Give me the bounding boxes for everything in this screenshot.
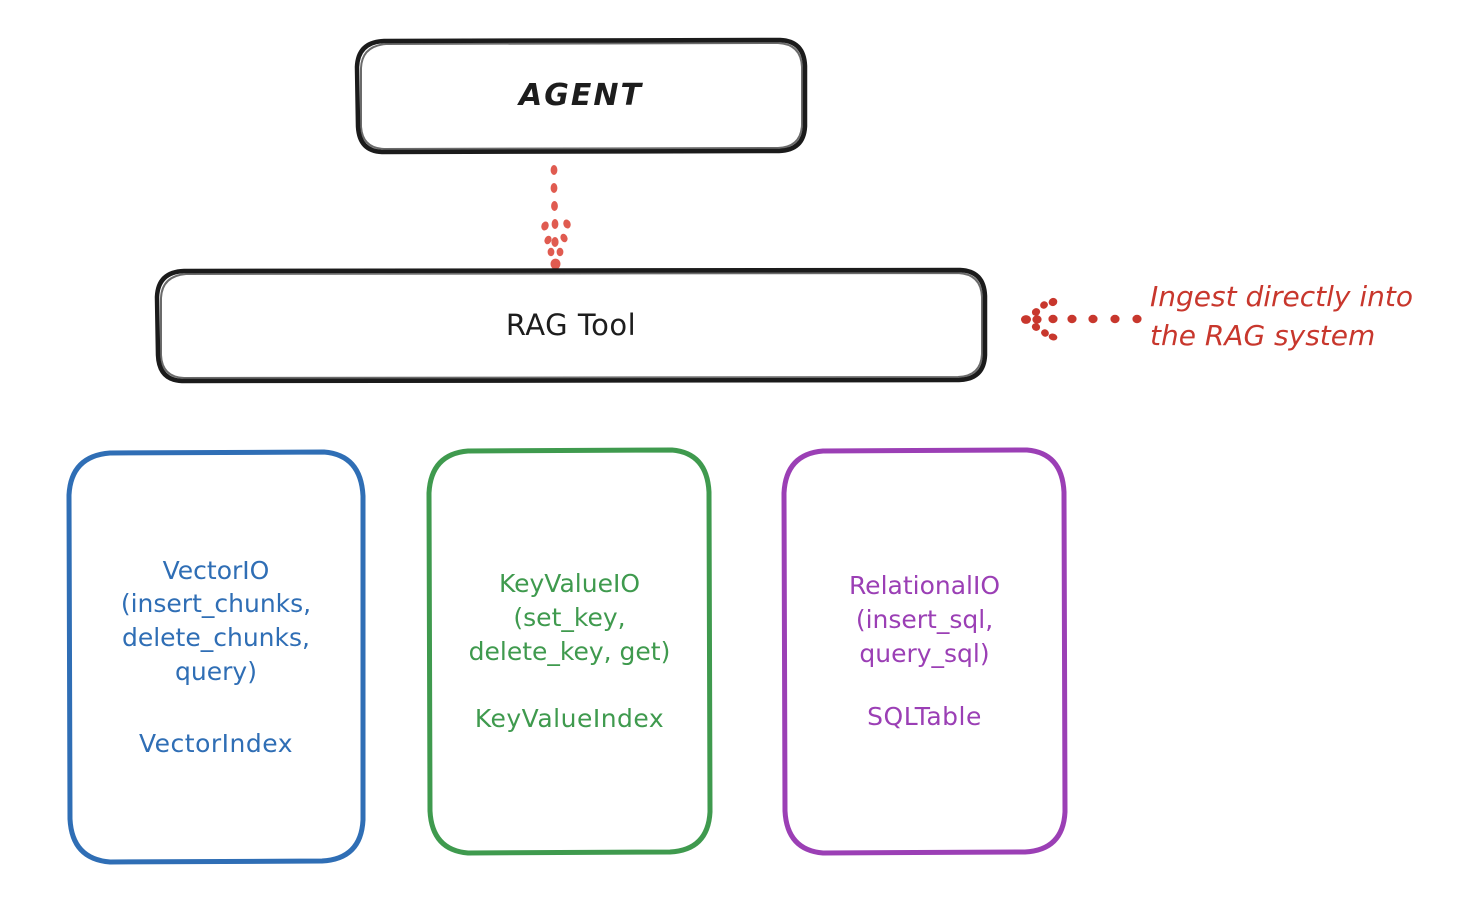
sql-table-text: SQLTable xyxy=(867,702,982,732)
relational-io-card[interactable] xyxy=(781,447,1068,856)
vector-io-api-text: VectorIO (insert_chunks, delete_chunks, … xyxy=(120,555,312,686)
rag-tool-box[interactable] xyxy=(154,267,988,384)
relational-io-api-text: RelationalIO (insert_sql, query_sql) xyxy=(848,571,1001,668)
key-value-index-text: KeyValueIndex xyxy=(474,704,665,734)
agent-box[interactable] xyxy=(354,37,808,155)
relational-io-label: RelationalIO (insert_sql, query_sql) SQL… xyxy=(784,450,1065,853)
agent-to-rag-connector xyxy=(541,165,571,270)
vector-index-text: VectorIndex xyxy=(139,728,293,758)
rag-tool-label: RAG Tool xyxy=(505,307,637,342)
agent-label: AGENT xyxy=(519,78,643,114)
key-value-io-api-text: KeyValueIO (set_key, delete_key, get) xyxy=(468,569,671,666)
ingest-to-rag-connector xyxy=(1021,297,1142,341)
key-value-io-label: KeyValueIO (set_key, delete_key, get) Ke… xyxy=(429,450,710,853)
vector-io-card[interactable] xyxy=(66,449,366,865)
ingest-annotation-text: Ingest directly into the RAG system xyxy=(1150,280,1414,352)
key-value-io-card[interactable] xyxy=(426,447,713,856)
vector-io-label: VectorIO (insert_chunks, delete_chunks, … xyxy=(69,452,363,862)
